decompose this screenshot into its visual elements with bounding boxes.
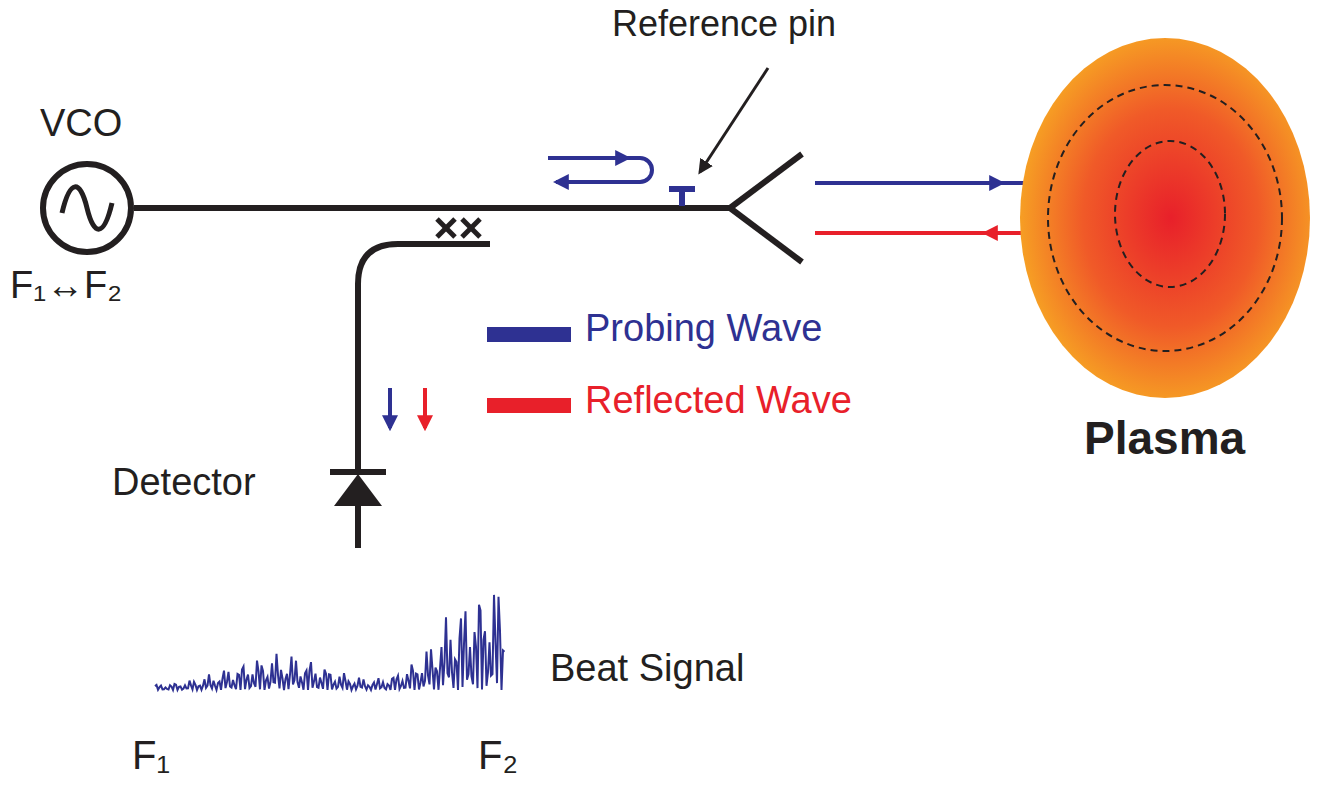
oscillator-circle: VCOF₁↔F₂ — [40, 161, 134, 255]
callout-label: Reference pin — [612, 4, 836, 44]
diode-symbol — [330, 472, 386, 548]
node-heading: Plasma — [1084, 413, 1245, 464]
frequency-label: F₁ — [132, 733, 170, 777]
leader-arrow — [700, 68, 768, 172]
part-label: Detector — [112, 462, 256, 504]
legend-swatch — [487, 327, 571, 342]
coupler-symbol — [437, 219, 480, 237]
beat-waveform — [155, 595, 505, 690]
legend-text: Reflected Wave — [585, 380, 852, 422]
reflected-arrow — [423, 388, 427, 428]
probing-wave — [815, 181, 1002, 185]
legend-text: Probing Wave — [585, 308, 822, 350]
coupled-line — [358, 244, 490, 472]
plasma-ellipse: Plasma — [1020, 38, 1310, 398]
frequency-range: F₁↔F₂ — [10, 265, 122, 307]
signal-label: Beat Signal — [550, 648, 744, 690]
oscillator-circle-outline — [40, 161, 134, 255]
reference-pin — [669, 189, 695, 206]
reflected-wave — [815, 231, 990, 235]
legend-swatch — [487, 398, 571, 413]
horn-antenna — [730, 154, 802, 262]
frequency-label: F₂ — [478, 733, 518, 777]
transmission-line — [134, 205, 732, 211]
node-heading: VCO — [40, 103, 122, 145]
probing-arrow — [388, 388, 392, 428]
reference-loop — [548, 158, 652, 182]
plasma-ellipse-outline — [1020, 38, 1310, 398]
reference-loop — [548, 156, 628, 160]
